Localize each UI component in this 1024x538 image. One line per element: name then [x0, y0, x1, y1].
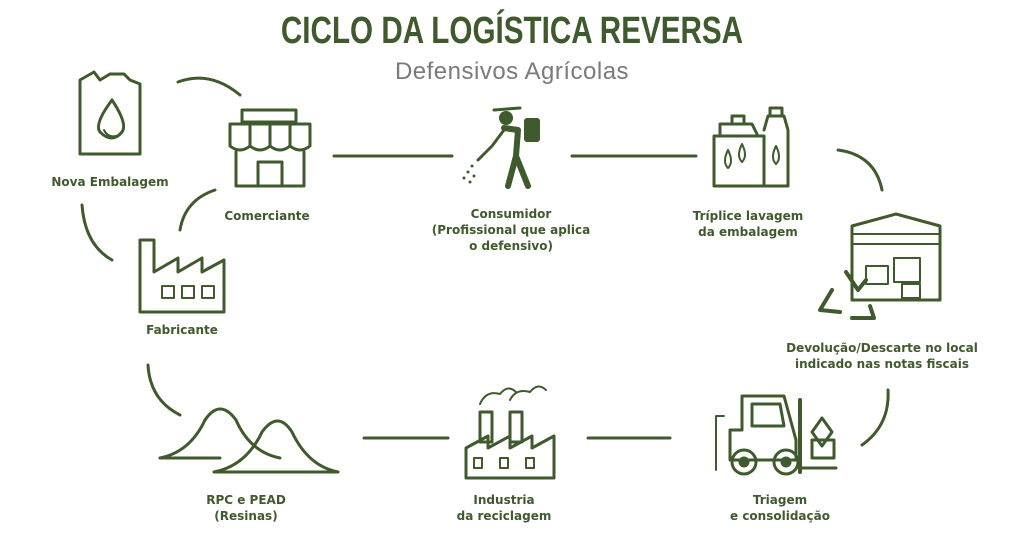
label-comerciante: Comerciante — [208, 208, 326, 224]
label-line: da embalagem — [698, 225, 798, 239]
label-line: Industria — [473, 493, 535, 507]
diagram-subtitle: Defensivos Agrícolas — [394, 58, 630, 85]
factory-icon — [138, 238, 226, 314]
connector-lines — [80, 76, 890, 447]
label-triplice: Tríplice lavagem da embalagem — [670, 208, 826, 240]
label-nova-embalagem: Nova Embalagem — [50, 174, 170, 190]
label-line: indicado nas notas fiscais — [795, 357, 969, 371]
sprayer-worker-icon — [462, 106, 540, 189]
label-rpc: RPC e PEAD (Resinas) — [190, 492, 302, 524]
forklift-icon — [715, 394, 838, 476]
label-line: e consolidação — [730, 509, 830, 523]
label-line: Nova Embalagem — [51, 175, 169, 189]
label-line: RPC e PEAD — [206, 493, 286, 507]
label-line: Tríplice lavagem — [692, 209, 804, 223]
washing-bottles-icon — [712, 106, 790, 188]
recycling-factory-icon — [464, 385, 556, 480]
label-line: da reciclagem — [456, 509, 552, 523]
label-line: Fabricante — [146, 323, 218, 337]
jerrycan-drop-icon — [78, 70, 142, 156]
label-triagem: Triagem e consolidação — [716, 492, 844, 524]
label-line: Triagem — [752, 493, 808, 507]
resin-pile-icon — [158, 407, 340, 474]
label-consumidor: Consumidor (Profissional que aplica o defe… — [418, 206, 604, 254]
label-line: Consumidor — [470, 207, 552, 221]
label-line: Comerciante — [224, 209, 310, 223]
label-industria: Industria da reciclagem — [440, 492, 568, 524]
warehouse-recycle-icon — [818, 212, 942, 320]
label-line: Devolução/Descarte no local — [786, 341, 978, 355]
label-line: (Resinas) — [214, 509, 278, 523]
diagram-title: CICLO DA LOGÍSTICA REVERSA — [280, 10, 744, 52]
label-line: o defensivo) — [469, 239, 553, 253]
label-devolucao: Devolução/Descarte no local indicado nas … — [766, 340, 998, 372]
label-fabricante: Fabricante — [120, 322, 244, 338]
storefront-icon — [228, 108, 312, 188]
label-line: (Profissional que aplica — [431, 223, 591, 237]
